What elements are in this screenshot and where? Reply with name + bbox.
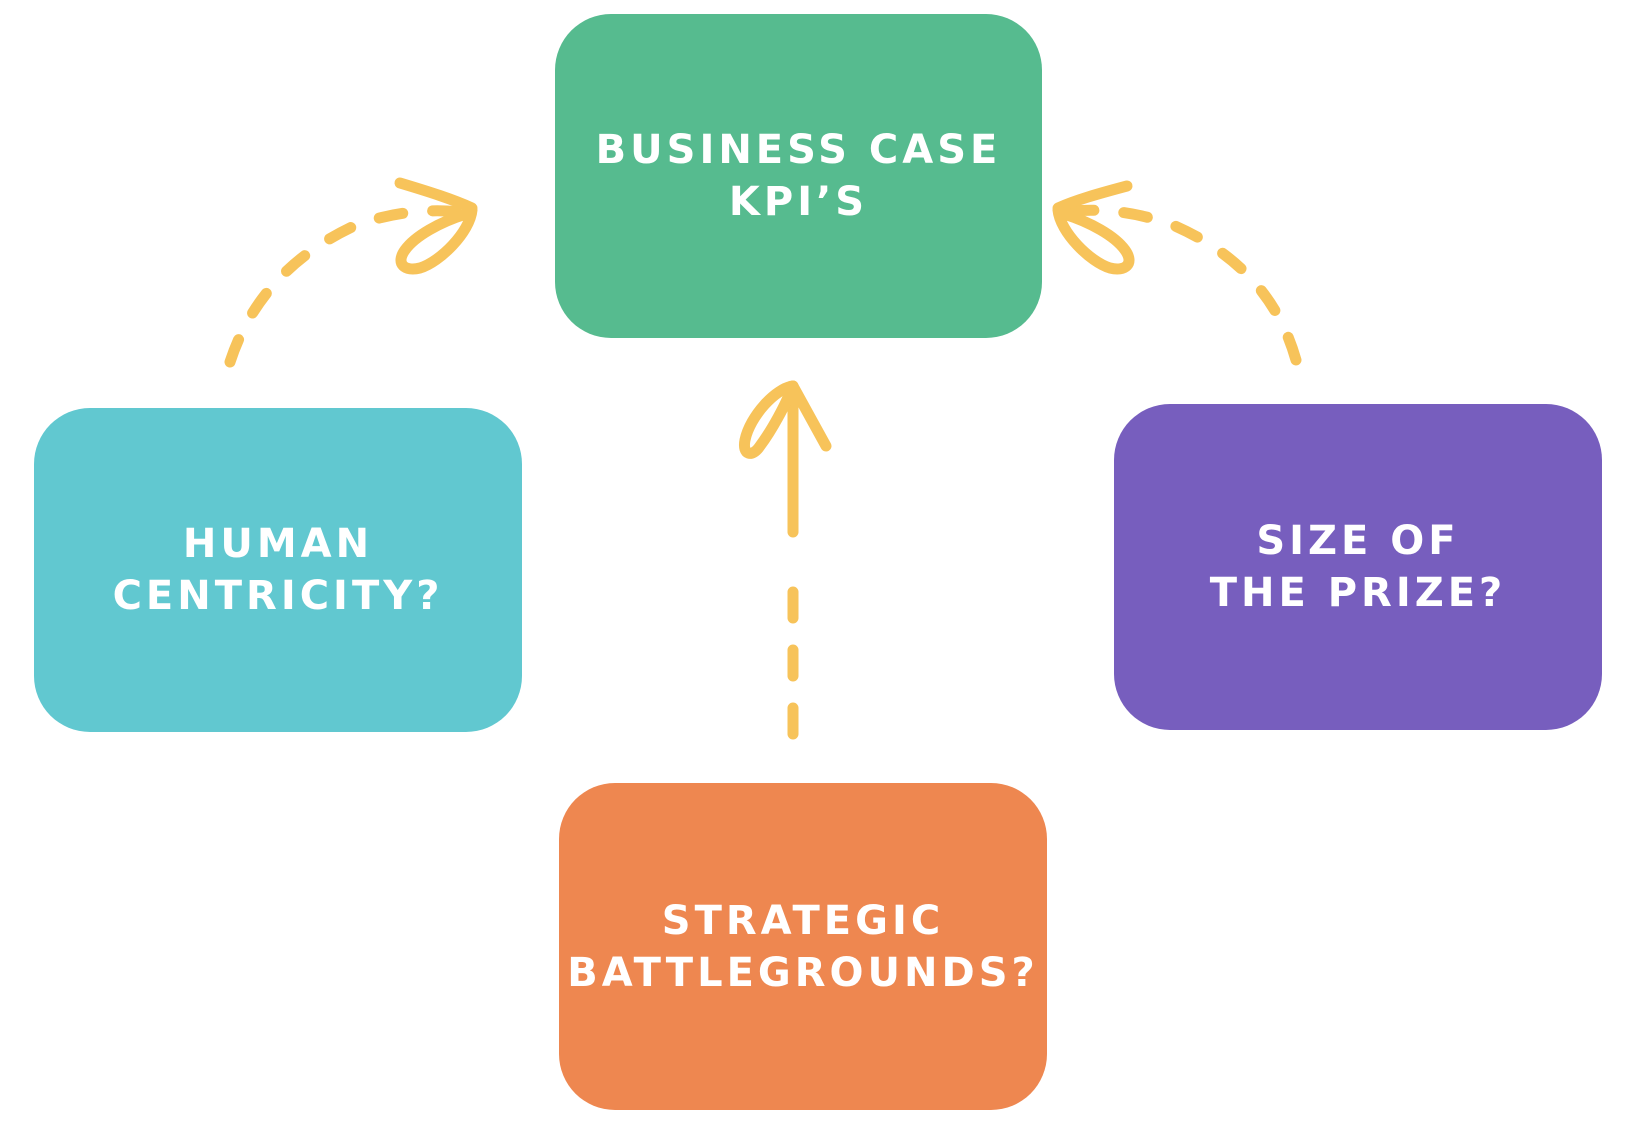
arrow-bottom-head-loop <box>738 380 799 459</box>
human-centricity-line2: CENTRICITY? <box>112 573 444 619</box>
size-of-prize-box: SIZE OF THE PRIZE? <box>1114 404 1602 730</box>
business-case-line2: KPI’S <box>728 179 869 225</box>
arrow-left-head-loop <box>395 204 478 275</box>
arrow-left-head-upper <box>394 177 478 214</box>
arrow-bottom-to-center <box>738 380 832 740</box>
arrow-bottom-head-right <box>787 380 832 452</box>
arrow-right-dashed-path <box>1056 204 1302 366</box>
strategic-battlegrounds-line1: STRATEGIC <box>661 897 945 944</box>
business-case-line1: BUSINESS CASE <box>595 127 1002 173</box>
arrow-right-head-upper <box>1052 180 1133 214</box>
arrow-left-dashed-path <box>224 205 476 368</box>
size-of-prize-label: SIZE OF THE PRIZE? <box>1210 515 1507 619</box>
strategic-battlegrounds-label: STRATEGIC BATTLEGROUNDS? <box>567 895 1038 999</box>
strategic-battlegrounds-line2: BATTLEGROUNDS? <box>567 949 1039 996</box>
arrow-right-head-loop <box>1052 204 1135 275</box>
arrow-left-to-center <box>224 177 478 368</box>
size-of-prize-line2: THE PRIZE? <box>1209 570 1507 616</box>
arrow-right-to-center <box>1052 180 1302 366</box>
human-centricity-box: HUMAN CENTRICITY? <box>34 408 522 732</box>
business-case-label: BUSINESS CASE KPI’S <box>596 124 1002 228</box>
size-of-prize-line1: SIZE OF <box>1256 518 1460 564</box>
strategic-battlegrounds-box: STRATEGIC BATTLEGROUNDS? <box>559 783 1047 1110</box>
human-centricity-line1: HUMAN <box>182 521 374 567</box>
human-centricity-label: HUMAN CENTRICITY? <box>113 518 444 622</box>
business-case-box: BUSINESS CASE KPI’S <box>555 14 1042 338</box>
